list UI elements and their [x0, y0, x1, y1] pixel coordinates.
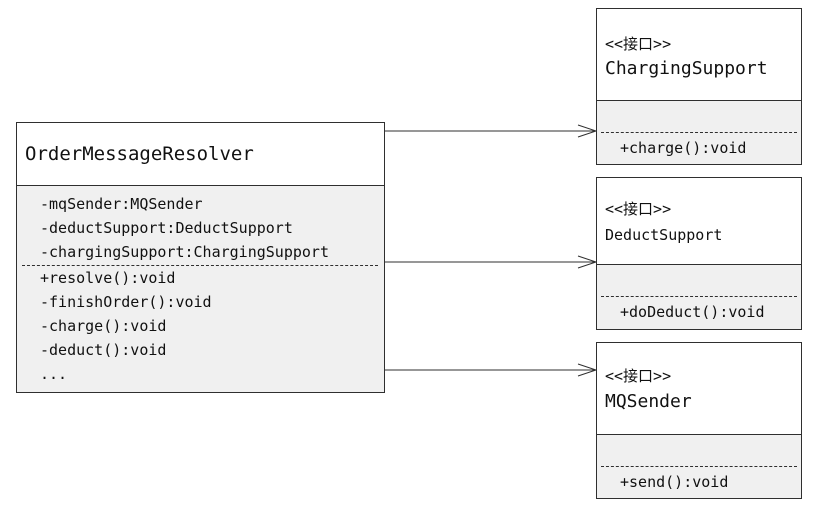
class-header: OrderMessageResolver	[17, 123, 384, 186]
compartment-divider	[601, 132, 797, 133]
compartment-divider	[601, 296, 797, 297]
attribute-charging-support: -chargingSupport:ChargingSupport	[40, 243, 329, 261]
method-deduct: -deduct():void	[40, 341, 167, 359]
method-resolve: +resolve():void	[40, 269, 176, 287]
method-finish-order: -finishOrder():void	[40, 293, 212, 311]
interface-stereotype: <<接口>>	[605, 200, 672, 218]
interface-deduct-support: <<接口>> DeductSupport +doDeduct():void	[596, 177, 802, 330]
interface-header: <<接口>> DeductSupport	[597, 178, 801, 265]
method-ellipsis: ...	[40, 365, 68, 383]
interface-header: <<接口>> MQSender	[597, 343, 801, 435]
interface-body: +send():void	[597, 435, 801, 498]
method-charge: +charge():void	[620, 139, 747, 157]
interface-charging-support: <<接口>> ChargingSupport +charge():void	[596, 8, 802, 165]
interface-name: ChargingSupport	[605, 58, 768, 79]
class-body: -mqSender:MQSender -deductSupport:Deduct…	[17, 186, 384, 392]
interface-header: <<接口>> ChargingSupport	[597, 9, 801, 101]
interface-mq-sender: <<接口>> MQSender +send():void	[596, 342, 802, 499]
compartment-divider	[22, 265, 378, 266]
method-charge: -charge():void	[40, 317, 167, 335]
interface-body: +doDeduct():void	[597, 265, 801, 329]
class-order-message-resolver: OrderMessageResolver -mqSender:MQSender …	[16, 122, 385, 393]
compartment-divider	[601, 466, 797, 467]
method-do-deduct: +doDeduct():void	[620, 303, 765, 321]
interface-name: DeductSupport	[605, 226, 723, 244]
attribute-deduct-support: -deductSupport:DeductSupport	[40, 219, 293, 237]
method-send: +send():void	[620, 473, 729, 491]
interface-stereotype: <<接口>>	[605, 35, 672, 53]
attribute-mq-sender: -mqSender:MQSender	[40, 195, 203, 213]
interface-body: +charge():void	[597, 101, 801, 164]
class-name: OrderMessageResolver	[25, 143, 254, 165]
interface-stereotype: <<接口>>	[605, 367, 672, 385]
interface-name: MQSender	[605, 391, 692, 412]
